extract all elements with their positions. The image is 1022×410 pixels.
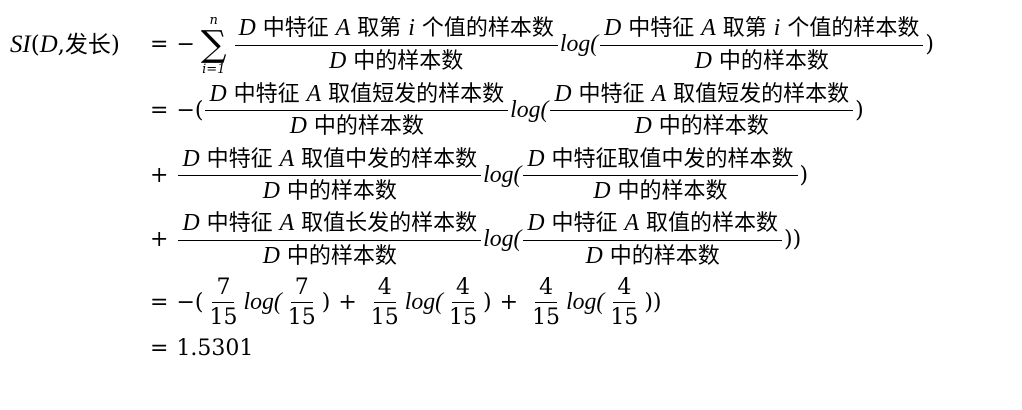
denominator: D 中的样本数 xyxy=(262,177,397,204)
sum-symbol: ∑ xyxy=(200,24,227,65)
denominator: 15 xyxy=(209,305,238,331)
paren: )) xyxy=(784,227,802,253)
numerator: 4 xyxy=(613,275,636,304)
numerator: D 中特征取值中发的样本数 xyxy=(523,146,798,176)
log: log( xyxy=(483,226,522,253)
result-value: 1.5301 xyxy=(176,335,254,361)
log: log( xyxy=(566,289,605,316)
log: log( xyxy=(243,289,282,316)
equals: = xyxy=(150,98,169,124)
denominator: 15 xyxy=(370,305,399,331)
log: log( xyxy=(510,97,549,124)
plus: + xyxy=(150,162,169,188)
plus: + xyxy=(499,290,519,316)
summation: n∑i=1 xyxy=(201,14,227,76)
plus: + xyxy=(338,290,357,316)
numerator: 4 xyxy=(452,275,475,304)
formula-row-6: = 1.5301 xyxy=(10,336,934,361)
paren: ) xyxy=(321,290,331,316)
minus: − xyxy=(176,98,195,124)
numerator: D 中特征 A 取第 i 个值的样本数 xyxy=(234,15,558,46)
denominator: D 中的样本数 xyxy=(329,47,464,74)
numerator: D 中特征 A 取值短发的样本数 xyxy=(550,81,854,112)
log: log( xyxy=(559,31,599,58)
log: log( xyxy=(404,289,444,316)
denominator: 15 xyxy=(449,305,478,331)
numerator: D 中特征 A 取值中发的样本数 xyxy=(178,146,482,176)
denominator: D 中的样本数 xyxy=(634,113,769,140)
paren: ) xyxy=(925,32,934,58)
equals: = xyxy=(150,335,169,361)
numerator: 4 xyxy=(373,275,396,304)
numerator: 7 xyxy=(212,275,235,304)
numerator: 7 xyxy=(290,275,313,304)
sum-lower: i=1 xyxy=(202,62,226,77)
paren: )) xyxy=(644,290,662,316)
minus: − xyxy=(176,32,195,58)
paren: ) xyxy=(799,162,809,188)
denominator: 15 xyxy=(532,305,561,331)
lhs: SI(D,发长) xyxy=(10,30,120,58)
minus: − xyxy=(176,290,195,316)
denominator: 15 xyxy=(610,305,639,331)
denominator: D 中的样本数 xyxy=(289,113,424,140)
numerator: D 中特征 A 取值的样本数 xyxy=(523,210,783,241)
equals: = xyxy=(150,32,169,58)
equals: = xyxy=(150,290,169,316)
paren: ( xyxy=(194,290,204,316)
numerator: 4 xyxy=(535,275,558,304)
numerator: D 中特征 A 取第 i 个值的样本数 xyxy=(600,15,924,46)
denominator: 15 xyxy=(287,305,316,331)
paren: ( xyxy=(194,98,204,124)
paren: ) xyxy=(483,290,492,316)
denominator: D 中的样本数 xyxy=(694,47,829,74)
sum-upper: n xyxy=(209,13,218,28)
denominator: D 中的样本数 xyxy=(262,242,397,269)
numerator: D 中特征 A 取值长发的样本数 xyxy=(178,210,482,241)
denominator: D 中的样本数 xyxy=(585,242,720,269)
plus: + xyxy=(150,227,169,253)
numerator: D 中特征 A 取值短发的样本数 xyxy=(205,81,509,112)
paren: ) xyxy=(855,98,864,124)
denominator: D 中的样本数 xyxy=(593,177,728,204)
log: log( xyxy=(483,161,522,188)
